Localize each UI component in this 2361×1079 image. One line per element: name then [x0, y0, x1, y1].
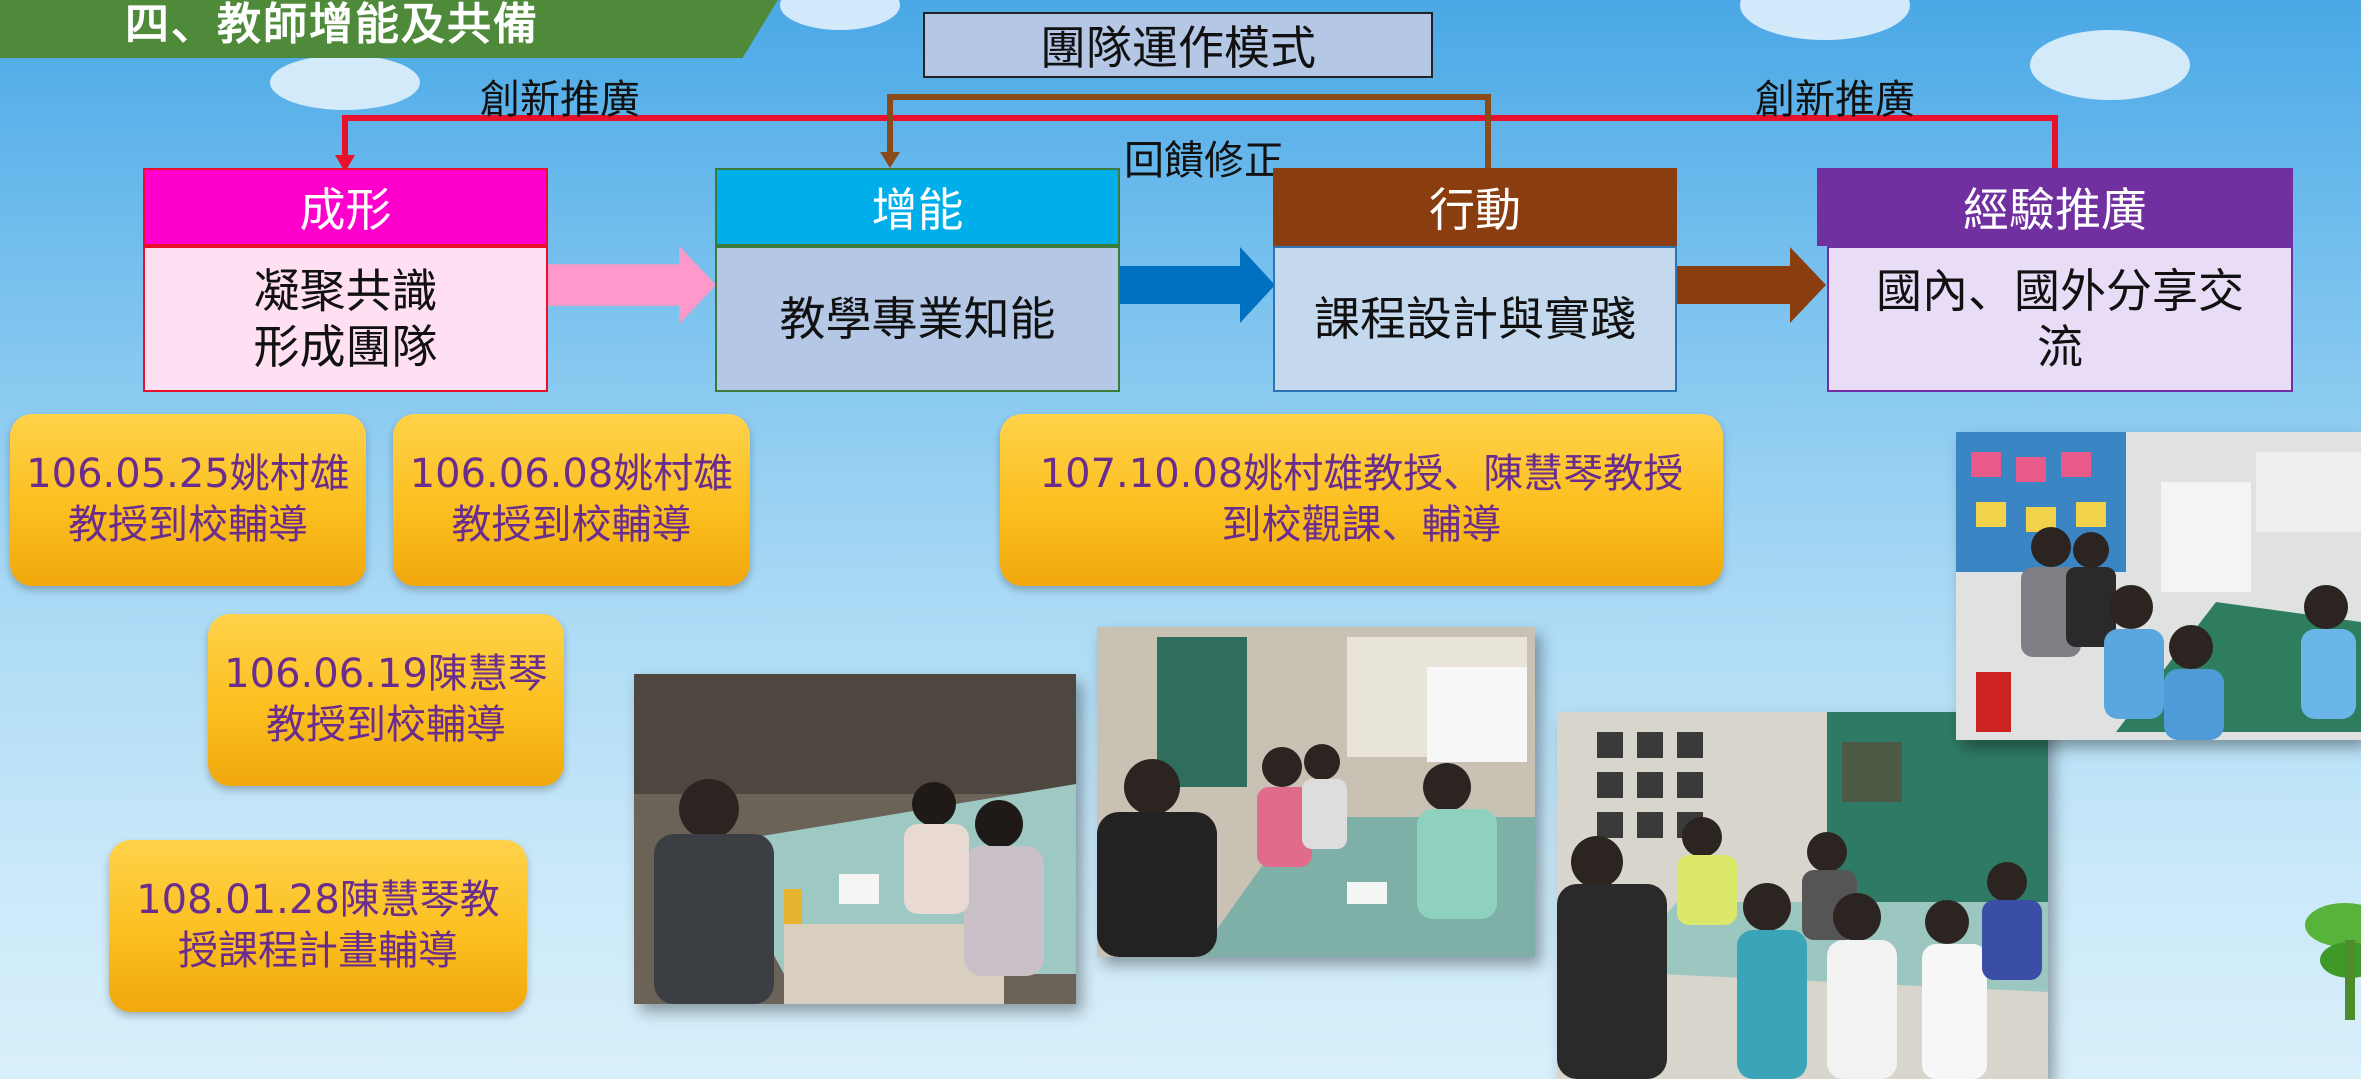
- feedback-arrowhead: [880, 152, 900, 168]
- cloud-decoration: [2030, 30, 2190, 100]
- stage-promotion-line: 國內、國外分享交: [1876, 263, 2244, 318]
- note-line: 106.06.19陳慧琴: [224, 650, 548, 697]
- stage-promotion-body: 國內、國外分享交 流: [1827, 246, 2293, 392]
- note-line: 教授到校輔導: [68, 502, 308, 548]
- label-promote-right: 創新推廣: [1755, 77, 1915, 123]
- classroom-photo: [1956, 432, 2361, 740]
- stage-formation-line: 凝聚共識: [253, 263, 438, 318]
- stage-promotion-line: 流: [2037, 320, 2083, 374]
- cloud-decoration: [270, 55, 420, 110]
- stage-action-body: 課程設計與實踐: [1273, 246, 1677, 392]
- section-title: 四、教師增能及共備: [125, 0, 539, 50]
- stage-empower-body: 教學專業知能: [715, 246, 1120, 392]
- note-visit-20170619: 106.06.19陳慧琴 教授到校輔導: [208, 614, 564, 786]
- note-visit-20181008: 107.10.08姚村雄教授、陳慧琴教授 到校觀課、輔導: [1000, 414, 1723, 586]
- note-visit-20170608: 106.06.08姚村雄 教授到校輔導: [393, 414, 750, 586]
- note-visit-20190128: 108.01.28陳慧琴教 授課程計畫輔導: [109, 840, 527, 1012]
- note-line: 106.05.25姚村雄: [26, 450, 350, 497]
- meeting-photo-1: [634, 674, 1076, 1004]
- meeting-photo-2: [1097, 627, 1535, 957]
- label-feedback: 回饋修正: [1124, 138, 1284, 184]
- mode-title-box: 團隊運作模式: [923, 12, 1433, 78]
- stage-formation-header: 成形: [143, 168, 548, 246]
- note-line: 教授到校輔導: [451, 502, 692, 548]
- meeting-photo-3: [1557, 712, 2048, 1079]
- plant-decoration: [2305, 903, 2361, 1020]
- note-line: 106.06.08姚村雄: [409, 450, 734, 497]
- note-line: 107.10.08姚村雄教授、陳慧琴教授: [1039, 450, 1684, 497]
- arrow-stage2-to-stage3: [1120, 247, 1275, 323]
- note-line: 到校觀課、輔導: [1221, 502, 1502, 548]
- label-promote-left: 創新推廣: [480, 77, 640, 123]
- arrow-stage3-to-stage4: [1677, 247, 1826, 323]
- stage-action-line: 課程設計與實踐: [1314, 291, 1636, 346]
- stage-action-header: 行動: [1273, 168, 1677, 246]
- promote-line: [342, 115, 2058, 168]
- arrow-stage1-to-stage2: [548, 245, 717, 325]
- stage-formation-body: 凝聚共識 形成團隊: [143, 246, 548, 392]
- feedback-line: [887, 94, 1491, 168]
- note-line: 授課程計畫輔導: [178, 928, 458, 974]
- stage-formation-line: 形成團隊: [253, 320, 438, 374]
- note-line: 108.01.28陳慧琴教: [136, 876, 500, 923]
- stage-empower-line: 教學專業知能: [779, 291, 1056, 346]
- stage-promotion-header: 經驗推廣: [1817, 168, 2293, 246]
- note-line: 教授到校輔導: [266, 702, 506, 748]
- section-banner: 四、教師增能及共備: [0, 0, 790, 58]
- promote-arrowhead: [335, 155, 355, 172]
- note-visit-20170525: 106.05.25姚村雄 教授到校輔導: [10, 414, 366, 586]
- stage-empower-header: 增能: [715, 168, 1120, 246]
